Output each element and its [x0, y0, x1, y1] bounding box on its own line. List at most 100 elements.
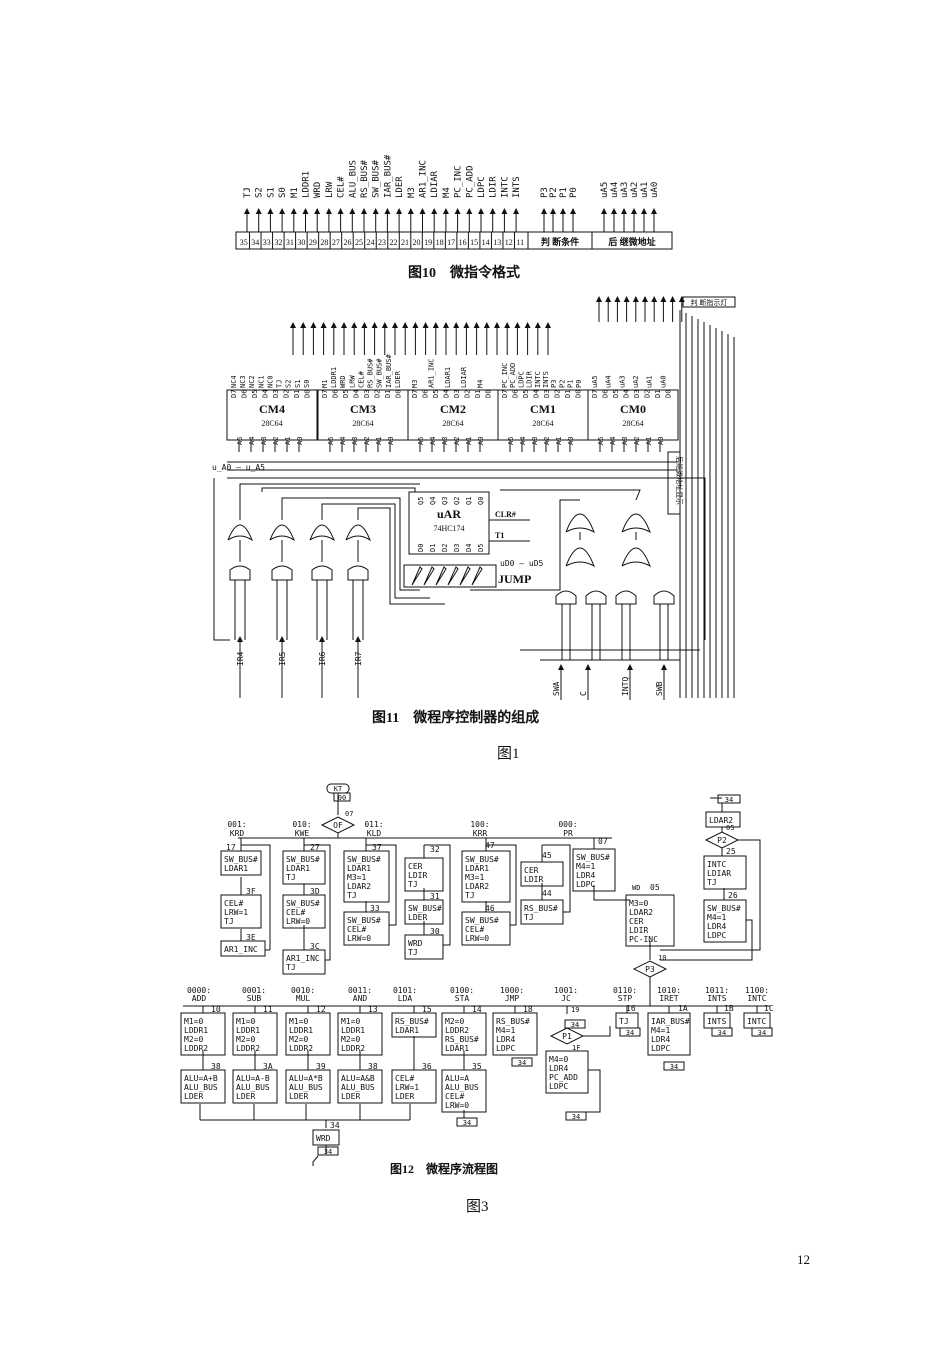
box-25-line: TJ — [707, 878, 717, 887]
chip-signal: AR1_INC — [427, 358, 435, 388]
jumper — [435, 566, 447, 586]
chip-part: 28C64 — [622, 419, 643, 428]
op-name: JMP — [505, 994, 520, 1003]
box-25-line: LDIAR — [707, 869, 731, 878]
input-label: SWA — [552, 681, 561, 696]
box-38a-addr: 38 — [211, 1062, 221, 1071]
and-gate — [311, 565, 333, 581]
box-11-line: LDDR2 — [236, 1044, 260, 1053]
box-37-line: SW_BUS# — [347, 855, 381, 864]
box-13-addr: 13 — [368, 1005, 378, 1014]
loop-line — [366, 844, 397, 926]
bit-number: 20 — [413, 238, 421, 247]
box-34-addr: 34 — [330, 1121, 340, 1130]
pin-label: A0 — [387, 437, 395, 445]
indicator-panel-label: 判 断指示灯 — [691, 298, 728, 307]
box-38b-line: LDER — [341, 1092, 360, 1101]
op-code: 1001: — [554, 986, 578, 995]
addr-0F-f-label: 34 — [572, 1113, 580, 1121]
pin-label: A4 — [519, 437, 527, 445]
box-10-addr: 10 — [211, 1005, 221, 1014]
chip-signal: NC3 — [239, 375, 247, 388]
pin-label: D5 — [432, 390, 440, 398]
pin-label: A4 — [429, 437, 437, 445]
uar-q: Q3 — [441, 497, 449, 505]
indicator-panel — [682, 296, 736, 308]
signal-arrow — [621, 208, 627, 214]
chip-signal: S2 — [285, 380, 293, 388]
pin-label: D7 — [501, 390, 509, 398]
feedback-wire — [281, 497, 420, 591]
uar-q: Q0 — [477, 497, 485, 505]
box-14-line: LDDR2 — [445, 1026, 469, 1035]
box-36-addr: 36 — [422, 1062, 432, 1071]
box-3F-line: LRW=1 — [224, 908, 248, 917]
bit-number: 33 — [263, 238, 271, 247]
addr-0F-j-label: 34 — [758, 1029, 766, 1037]
pin-label: A3 — [260, 437, 268, 445]
or-gate — [309, 524, 336, 542]
pin-label: A1 — [555, 437, 563, 445]
bit-number: 34 — [251, 238, 259, 247]
chip-signal: S1 — [294, 380, 302, 388]
signal-label: P3 — [540, 187, 550, 198]
pin-label: D5 — [342, 390, 350, 398]
pin-label: D1 — [654, 390, 662, 398]
uar-d: D1 — [429, 544, 437, 552]
signal-arrow — [351, 322, 358, 328]
box-3A-addr: 3A — [263, 1062, 273, 1071]
box-3F — [220, 894, 262, 929]
box-18-line: LDPC — [496, 1044, 515, 1053]
uar-d: D3 — [453, 544, 461, 552]
signal-arrow — [605, 296, 612, 302]
signal-arrow — [494, 322, 500, 328]
pin-label: D0 — [395, 390, 403, 398]
box-1A-line: LDPC — [651, 1044, 670, 1053]
jumper — [423, 566, 435, 586]
loop-line — [542, 844, 571, 913]
jumper — [471, 566, 483, 586]
box-45-addr: 45 — [542, 851, 552, 860]
pin-label: A0 — [567, 437, 575, 445]
uar-part: 74HC174 — [433, 524, 464, 533]
chip-signal: LRW — [348, 375, 356, 388]
branch-code: 000: — [558, 820, 577, 829]
chip-signal: LDER — [394, 370, 402, 388]
box-ldar2 — [705, 811, 741, 828]
addr-0F-c-label: 34 — [463, 1119, 471, 1127]
box-36-line: LRW=1 — [395, 1083, 419, 1092]
pin-label: D4 — [262, 390, 270, 398]
pin-label: A4 — [609, 437, 617, 445]
op-name: JC — [561, 994, 571, 1003]
addr-07: 07 — [345, 810, 353, 818]
box-38a-line: ALU_BUS — [184, 1083, 218, 1092]
branch-name: KRR — [473, 829, 488, 838]
signal-arrow — [514, 322, 521, 328]
box-44-addr: 44 — [542, 889, 552, 898]
bit-number: 28 — [320, 238, 328, 247]
flow-line — [593, 885, 630, 901]
box-33-line: SW_BUS# — [347, 916, 381, 925]
bit-number: 30 — [297, 238, 305, 247]
addr-0F-a-label: 34 — [725, 796, 733, 804]
chip-signal: S0 — [303, 380, 311, 388]
pin-label: D2 — [374, 390, 382, 398]
tag-QE: WD — [632, 884, 640, 892]
branch-name: KRD — [230, 829, 245, 838]
pin-label: D2 — [554, 390, 562, 398]
box-36-line: LDER — [395, 1092, 414, 1101]
signal-arrow — [361, 208, 367, 214]
chip-signal: LDIAR — [460, 366, 468, 388]
diamond-p3 — [320, 816, 356, 834]
chip-signal: SW_BUS# — [376, 358, 384, 388]
signal-arrow — [632, 296, 639, 302]
box-25-addr: 25 — [726, 847, 736, 856]
box-38b-addr: 38 — [368, 1062, 378, 1071]
pin-label: A2 — [453, 437, 461, 445]
signal-arrow — [651, 296, 658, 302]
chip-signal: uA1 — [646, 375, 654, 388]
uar-name: uAR — [437, 507, 461, 521]
diamond-p0-label: P1 — [562, 1032, 572, 1041]
pin-label: D6 — [241, 390, 249, 398]
input-arrow — [355, 636, 361, 642]
